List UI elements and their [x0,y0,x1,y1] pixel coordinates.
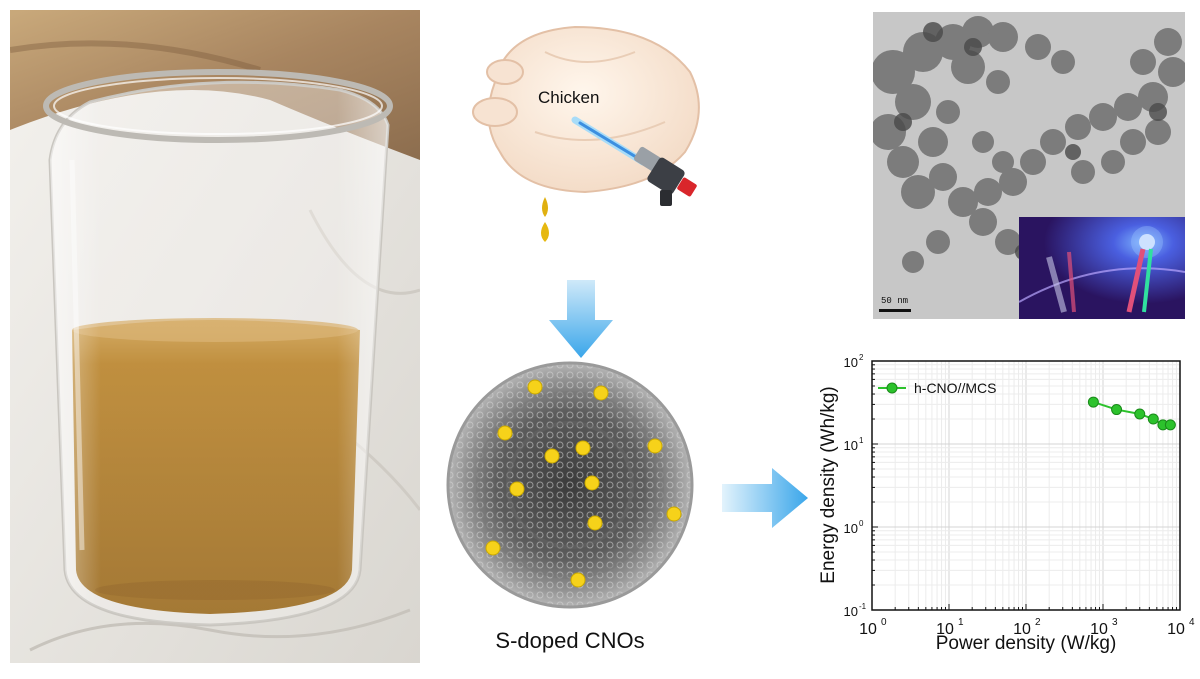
chicken-broth-beaker-photo [10,10,420,663]
legend: h-CNO//MCS [878,380,996,396]
x-tick-label: 10 [1013,621,1031,638]
y-tick-label: 10 [844,521,858,536]
data-point [1134,408,1146,420]
arrow-right-icon [722,468,808,528]
x-tick-exponent: 2 [1035,617,1041,628]
sulfur-doped-carbon-nano-onion [446,361,694,609]
y-axis-label: Energy density (Wh/kg) [818,386,839,583]
dopant-atom [647,438,663,454]
series-h-cno-mcs [1087,396,1176,431]
chicken-torch-illustration [472,25,700,242]
x-tick-exponent: 0 [881,617,887,628]
x-tick-exponent: 1 [958,617,964,628]
y-tick-exponent: 2 [859,353,864,362]
y-tick-exponent: 1 [859,436,864,445]
x-tick-exponent: 4 [1189,617,1195,628]
torch-icon [571,116,697,206]
x-axis-label: Power density (W/kg) [936,633,1117,654]
x-tick-label: 10 [1090,621,1108,638]
y-tick-label: 10 [844,604,858,619]
dopant-atom [666,506,682,522]
legend-label: h-CNO//MCS [914,380,996,396]
x-tick-label: 10 [1167,621,1185,638]
data-point [1164,419,1176,431]
tem-scale-label: 50 nm [881,296,909,306]
led-demo-photo [1019,217,1185,319]
x-tick-labels: 10 0 10 1 10 2 10 3 10 4 [859,617,1195,638]
y-tick-label: 10 [844,438,858,453]
data-point [1087,396,1099,408]
axis-ticks [871,364,1177,611]
data-point [1147,413,1159,425]
y-tick-exponent: -1 [859,602,867,611]
dopant-atom [527,379,543,395]
dopant-atom [570,572,586,588]
chicken-label: Chicken [538,88,600,107]
dopant-atom [584,475,600,491]
product-caption: S-doped CNOs [495,628,645,653]
x-tick-label: 10 [936,621,954,638]
legend-marker [886,382,898,394]
dopant-atom [544,448,560,464]
dopant-atom [485,540,501,556]
y-tick-exponent: 0 [859,519,864,528]
x-tick-exponent: 3 [1112,617,1118,628]
oil-drop-icon [541,197,549,242]
dopant-atom [509,481,525,497]
data-point [1111,404,1123,416]
y-tick-label: 10 [844,355,858,370]
chart-grid [871,361,1180,611]
dopant-atom [593,385,609,401]
dopant-atom [497,425,513,441]
dopant-atom [575,440,591,456]
x-tick-label: 10 [859,621,877,638]
dopant-atom [587,515,603,531]
arrow-down-icon [549,280,613,358]
